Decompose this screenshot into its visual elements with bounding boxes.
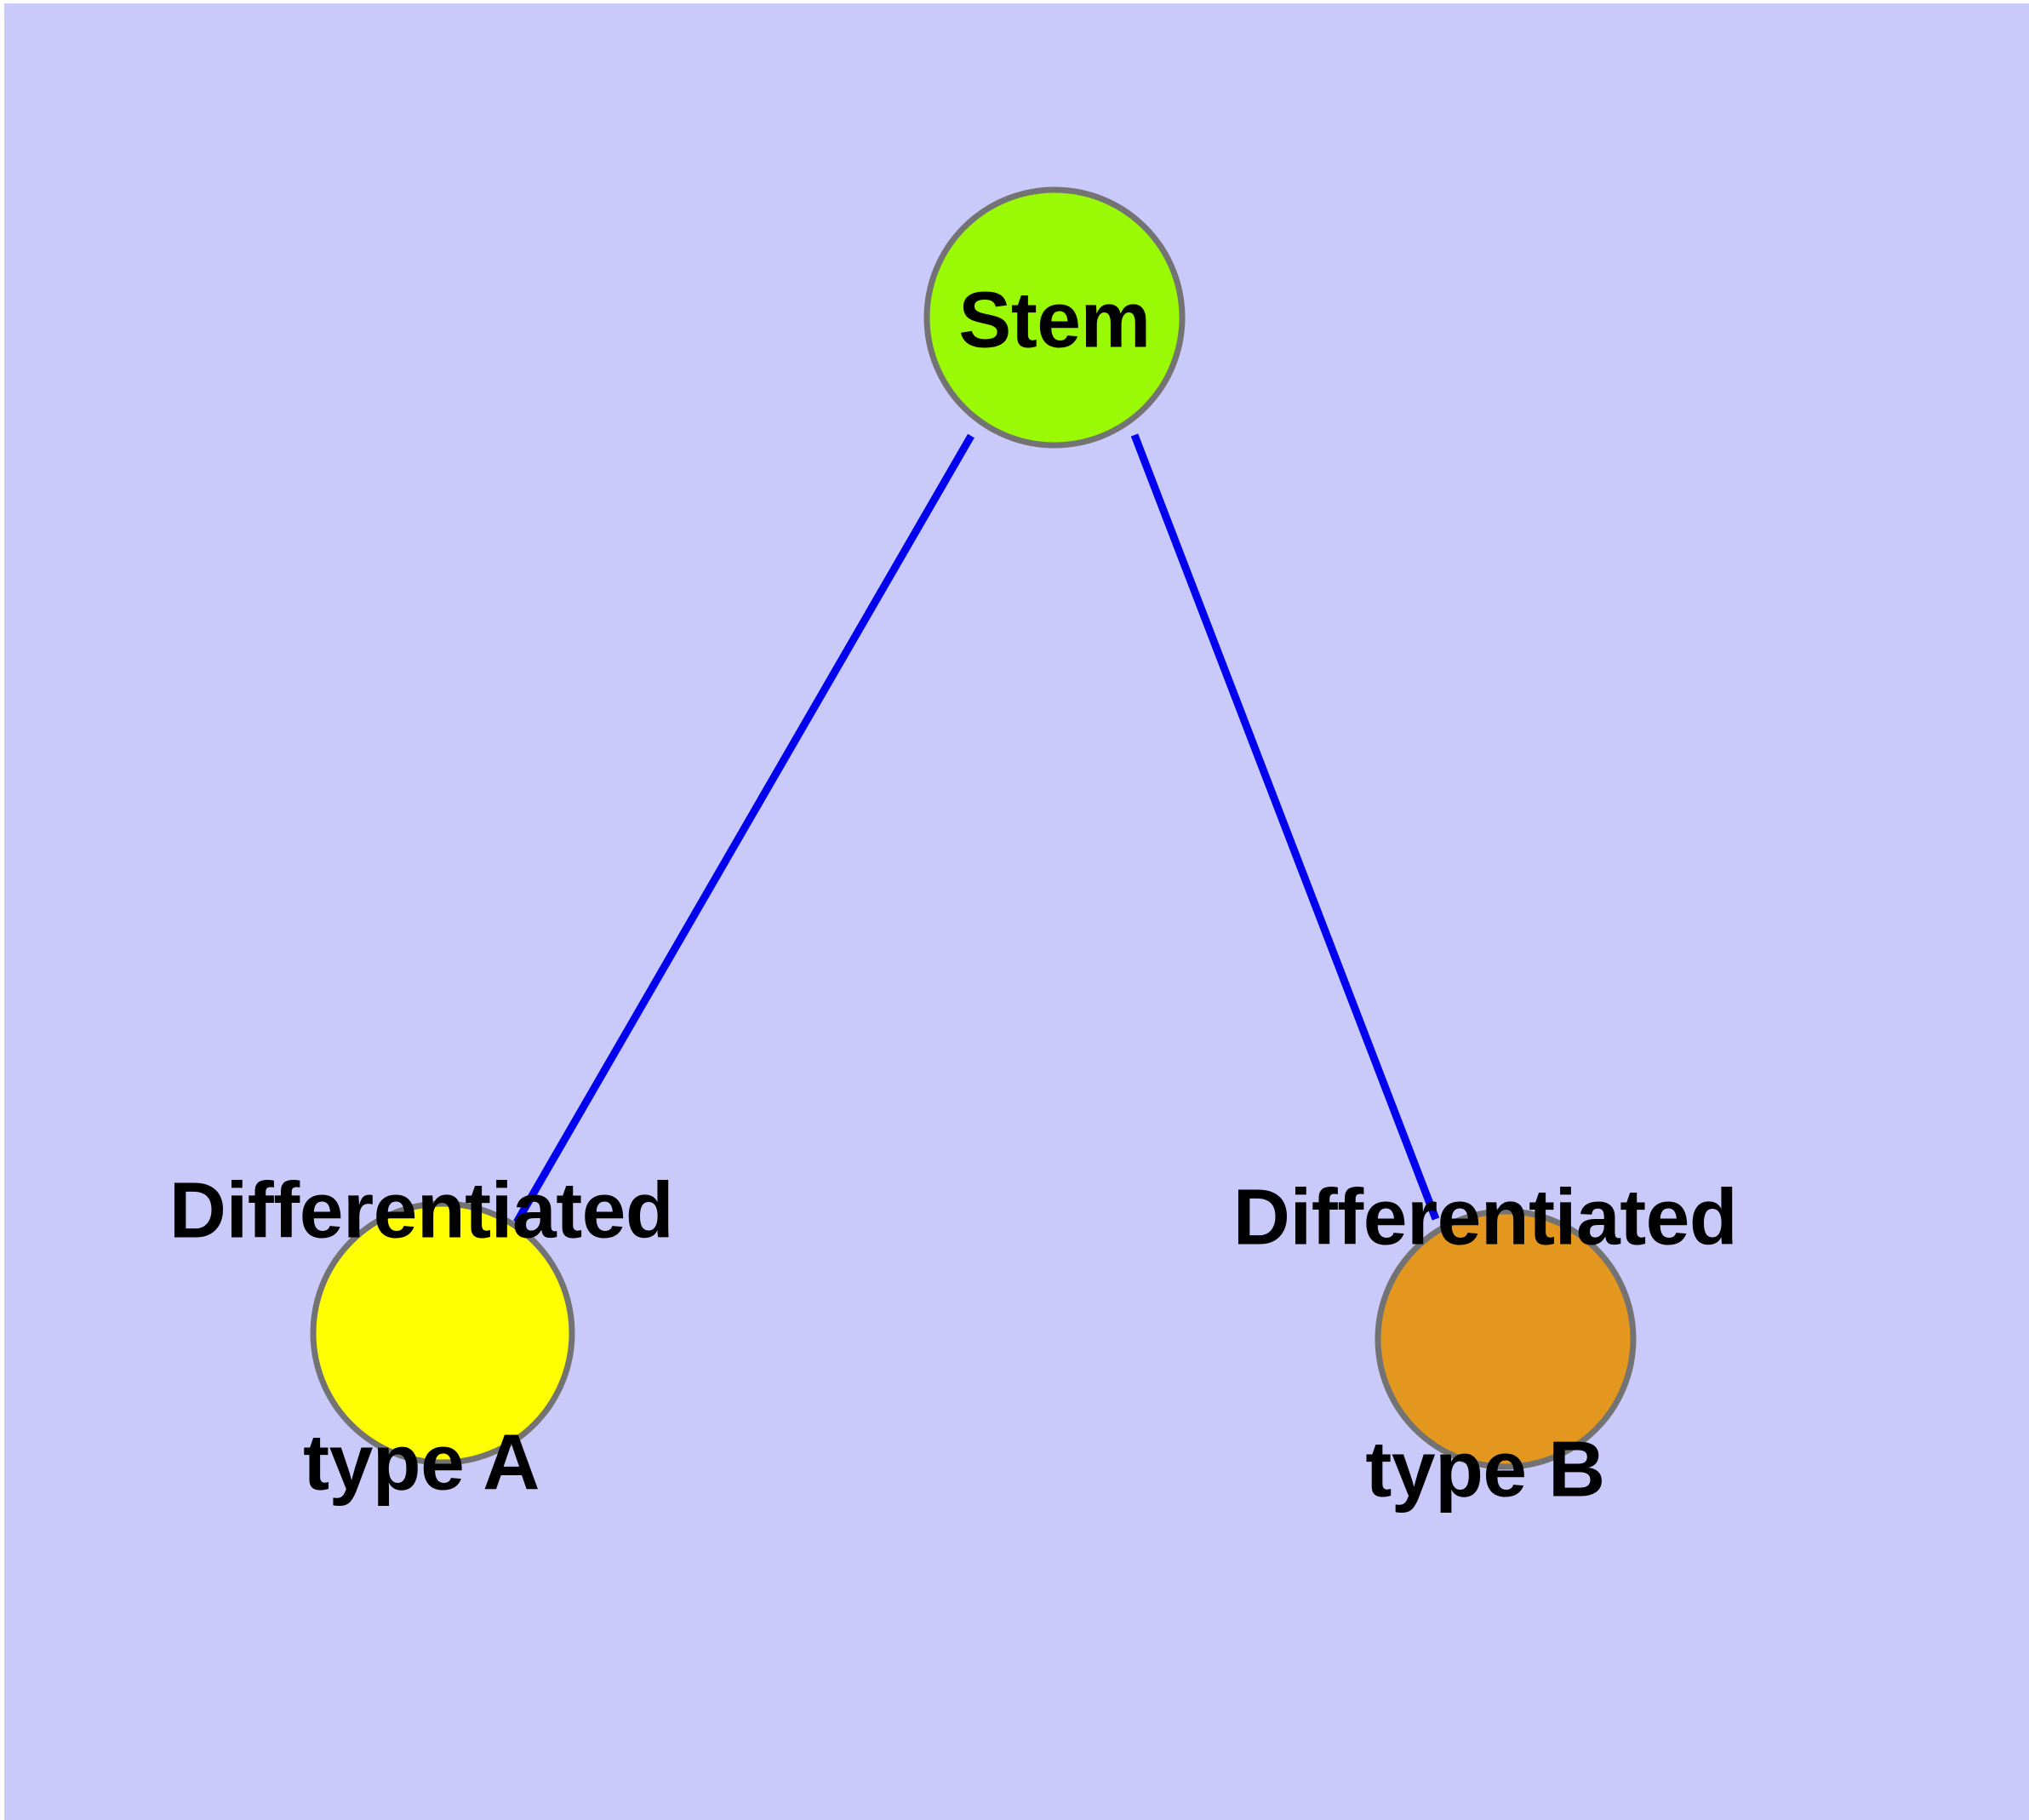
edge-stem-to-diff-b[interactable] [1130,433,1440,1221]
node-differentiated-type-b[interactable] [1375,1208,1637,1470]
edge-stem-to-diff-a[interactable] [513,433,974,1225]
node-differentiated-type-a[interactable] [310,1200,575,1466]
edge-layer [513,433,1440,1225]
node-layer [310,186,1637,1470]
node-stem[interactable] [923,186,1186,449]
